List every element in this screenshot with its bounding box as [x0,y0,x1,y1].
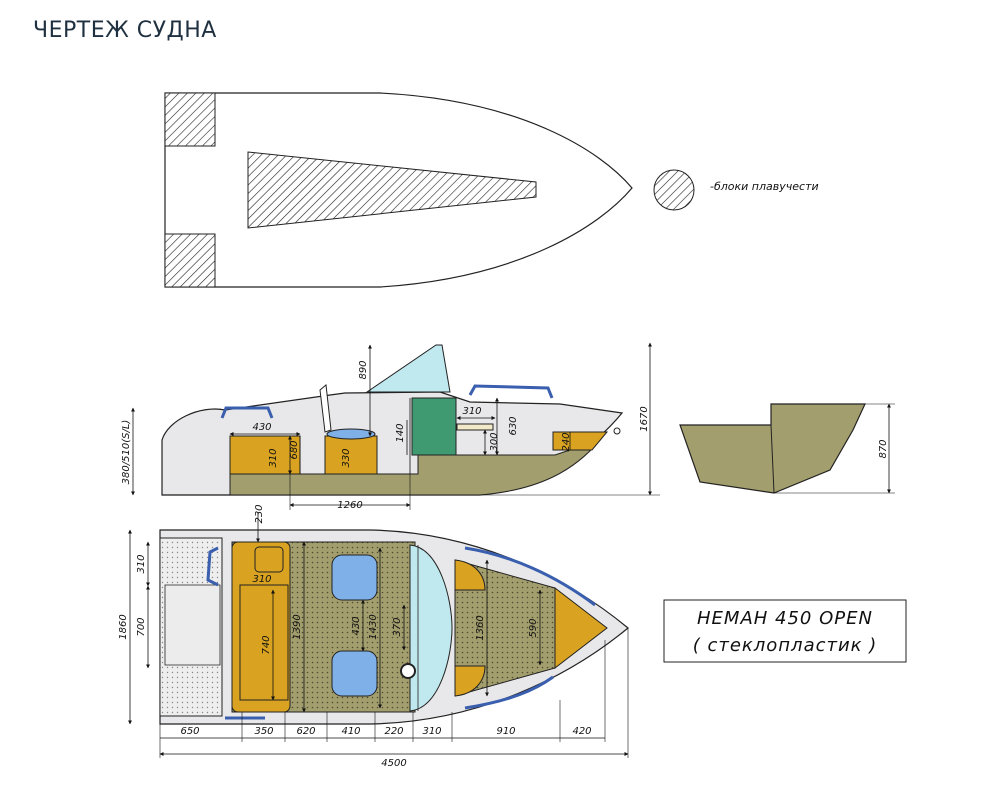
buoyancy-legend-symbol [653,169,695,211]
dim-230: 230 [254,504,265,523]
dim-310-bench: 310 [462,406,481,417]
dim-370: 370 [392,617,403,636]
dim-910: 910 [496,726,515,737]
buoyancy-block-stern-top [164,92,216,147]
buoyancy-block-stern-bottom [164,233,216,288]
bow-locker [554,586,608,670]
side-bench-cushion [456,423,494,431]
dim-240: 240 [561,432,572,451]
side-bow-eye [613,427,621,435]
dim-430-seats: 430 [351,616,362,635]
dim-1360: 1360 [475,615,486,640]
side-rail-bow [468,384,554,399]
dim-4500: 4500 [381,758,406,769]
dim-330: 330 [341,448,352,467]
dim-630: 630 [508,416,519,435]
dim-590: 590 [528,618,539,637]
dim-420: 420 [572,726,591,737]
top-rail-bow-top [464,546,596,607]
dim-310-bottom: 310 [422,726,441,737]
page-title: ЧЕРТЕЖ СУДНА [33,18,217,43]
side-console [411,397,457,456]
buoyancy-block-center [247,151,537,229]
dim-1860: 1860 [118,614,129,639]
stern-transom-shape [164,584,221,666]
dim-700: 700 [136,617,147,636]
side-windshield [365,344,451,393]
dim-1390: 1390 [292,614,303,639]
dim-430: 430 [252,422,271,433]
buoyancy-legend-label: -блоки плавучести [710,180,819,193]
side-seat-cushion [326,428,376,440]
dim-1430: 1430 [368,614,379,639]
dim-310-locker-top: 310 [252,574,271,585]
top-layout-view: 1860 310 700 230 310 740 1390 430 1430 3… [118,504,629,769]
dim-310-stern: 310 [136,554,147,573]
dim-220: 220 [384,726,403,737]
top-windshield [409,544,453,712]
model-name: НЕМАН 450 OPEN [697,608,873,629]
dim-870: 870 [878,439,889,458]
steering-wheel [400,663,416,679]
dim-740: 740 [261,635,272,654]
dim-890: 890 [358,360,369,379]
dim-410: 410 [341,726,360,737]
dim-140: 140 [395,423,406,442]
dim-350: 350 [254,726,273,737]
side-rail-stern [220,406,274,419]
dim-300: 300 [489,432,500,451]
dim-380-510: 380/510(S/L) [121,420,132,485]
model-material: ( стеклопластик ) [693,635,878,656]
transom-view: 870 [679,403,895,494]
buoyancy-plan-view: -блоки плавучести [164,92,819,288]
side-seat-back [319,384,332,433]
side-profile-view: 380/510(S/L) 890 1670 430 680 310 330 14… [121,342,660,511]
top-rail-bow-bottom [464,675,554,710]
dim-620: 620 [296,726,315,737]
model-label-box: НЕМАН 450 OPEN ( стеклопластик ) [663,599,907,663]
dim-680: 680 [289,440,300,459]
top-rail-stern [206,546,219,587]
dim-650: 650 [180,726,199,737]
seat-bottom [331,650,378,697]
side-bow-locker [552,431,609,451]
dim-1260: 1260 [337,500,362,511]
dim-1670: 1670 [639,406,650,431]
dim-310-locker: 310 [268,448,279,467]
side-seat-base [324,435,378,475]
seat-top [331,554,378,601]
